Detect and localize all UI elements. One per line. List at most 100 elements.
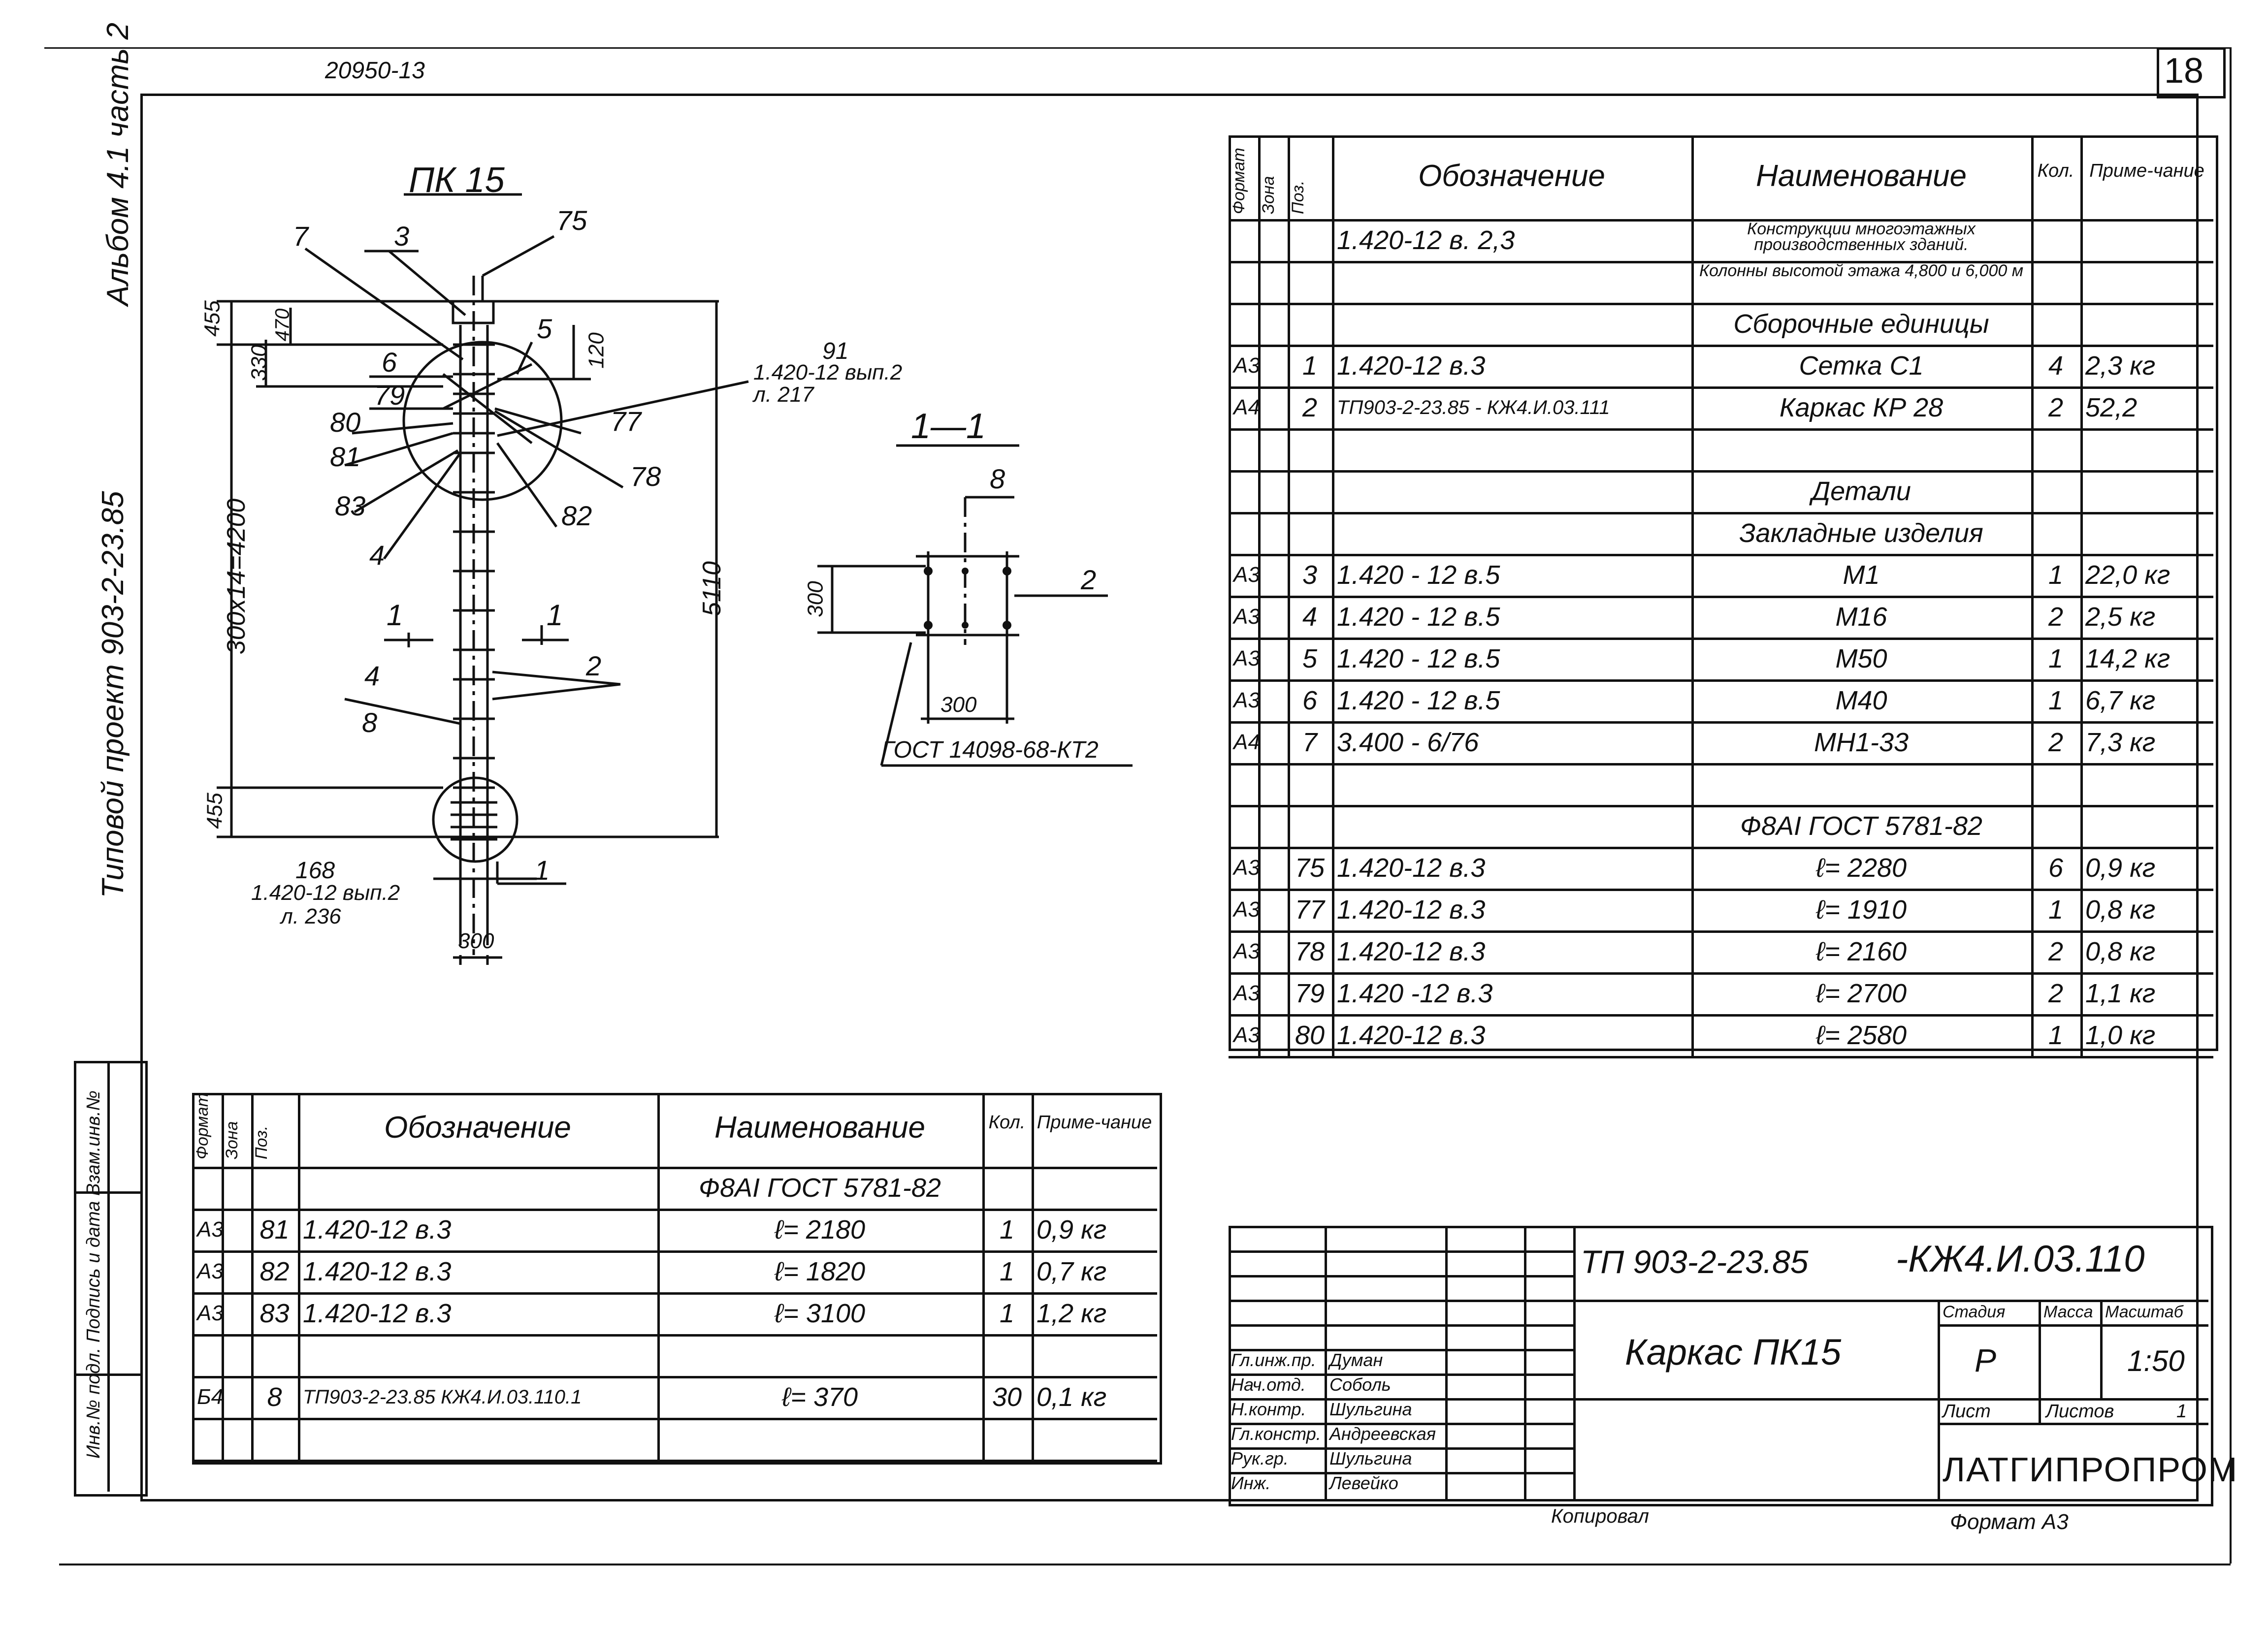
spec-top-cell-f: А3 [1233,1022,1260,1047]
spec-top-cell-f: А4 [1233,730,1260,754]
tb-title: Каркас ПК15 [1625,1332,1842,1373]
spec-bottom-col-line [222,1093,224,1460]
spec-top-row-line [1229,930,2213,933]
spec-top-cell-d: ТП903-2-23.85 - КЖ4.И.03.111 [1337,396,1610,418]
spec-top-row-line [1229,638,2213,640]
spec-bottom-cell-f: А3 [197,1217,224,1242]
spec-bottom-cell-d: 1.420-12 в.3 [303,1214,452,1245]
ref-bottom-page: л. 236 [281,904,341,928]
spec-top-header-zone: Зона [1259,176,1278,214]
spec-bottom-row-line [192,1250,1157,1253]
spec-bottom-col-line [657,1093,660,1460]
spec-top-cell-n: ℓ= 2160 [1815,936,1907,966]
callout-3: 3 [394,221,410,252]
spec-bottom-cell-p: 83 [259,1298,290,1328]
spec-top-cell-n: Каркас КР 28 [1779,392,1944,422]
spec-top-cell-f: А3 [1233,604,1260,629]
spec-top-header-line [1229,219,2213,222]
dim-total: 5110 [697,561,726,616]
spec-bottom-header-line [192,1167,1157,1169]
tb-v-6 [2039,1300,2041,1398]
spec-top-row-line [1229,679,2213,682]
tb-name: Шульгина [1329,1399,1412,1419]
spec-bottom-row-line [192,1292,1157,1295]
spec-bottom-row-line [192,1334,1157,1337]
spec-top-cell-p: 2 [1302,392,1318,422]
tb-project-code: ТП 903-2-23.85 [1581,1244,1809,1280]
tb-v-1 [1325,1226,1327,1501]
spec-top-row-line [1229,428,2213,431]
tb-mass-label: Масса [2043,1303,2093,1321]
spec-top-row-line [1229,763,2213,766]
spec-bottom-col-line [982,1093,985,1460]
spec-top-row-line [1229,805,2213,807]
spec-top-cell-n: Сборочные единицы [1733,309,1989,339]
spec-top-cell-p: 6 [1302,685,1318,715]
spec-top-cell-n: Конструкции многоэтажных производственны… [1747,220,1976,255]
spec-top-cell-note: 0,9 кг [2085,853,2156,883]
spec-top-cell-n: ℓ= 2700 [1815,978,1907,1008]
spec-bottom-cell-p: 8 [267,1382,282,1412]
spec-top-header-qty: Кол. [2037,160,2074,181]
tb-v-5 [1938,1300,1940,1501]
dim-section-width: 300 [940,693,977,717]
spec-top-cell-n: Сетка С1 [1799,351,1924,381]
spec-bottom-cell-f: А3 [197,1301,224,1325]
spec-top-row-line [1229,972,2213,975]
section-mark-1-right: 1 [547,599,563,632]
tb-role: Рук.гр. [1231,1448,1289,1468]
spec-table-top [1229,135,2218,1051]
tb-v-7 [2100,1300,2103,1398]
spec-bottom-header-format: Формат [193,1092,212,1159]
spec-bottom-cell-n: ℓ= 1820 [774,1256,866,1286]
spec-top-cell-q: 2 [2048,602,2064,632]
inventory-strip-rule-2 [74,1373,143,1376]
tb-h-7 [1229,1398,2208,1401]
tb-role: Гл.констр. [1231,1424,1321,1444]
page-top-rule [44,47,2231,49]
spec-top-cell-f: А3 [1233,688,1260,712]
spec-bottom-header-pos: Поз. [252,1125,271,1159]
callout-2: 2 [586,650,602,681]
spec-top-header-note: Приме-чание [2089,160,2204,181]
spec-bottom-header-name: Наименование [714,1110,925,1145]
ref-top-page: л. 217 [753,383,814,407]
spec-top-row-line [1229,721,2213,724]
spec-top-cell-d: 1.420 - 12 в.5 [1337,560,1500,590]
spec-top-cell-note: 2,5 кг [2085,602,2156,632]
callout-5: 5 [537,313,552,344]
inventory-strip-divider [107,1061,110,1492]
spec-top-row-line [1229,512,2213,514]
spec-top-header-format: Формат [1230,147,1248,214]
spec-top-cell-n: ℓ= 1910 [1815,894,1907,925]
section-callout-8: 8 [990,463,1005,494]
tb-v-2 [1445,1226,1448,1501]
callout-1: 1 [534,855,550,886]
spec-top-cell-d: 1.420-12 в.3 [1337,853,1486,883]
callout-79: 79 [374,380,405,411]
spec-bottom-header-zone: Зона [223,1121,241,1159]
spec-bottom-cell-n: ℓ= 3100 [774,1298,866,1328]
tb-v-3 [1524,1226,1526,1501]
spec-bottom-cell-note: 1,2 кг [1037,1298,1107,1328]
dim-470: 470 [271,308,293,342]
ref-bottom-number: 168 [295,858,335,884]
callout-leaders [304,235,749,885]
tb-h-2 [1229,1275,1573,1277]
spec-bottom-header-qty: Кол. [988,1112,1026,1133]
spec-top-cell-d: 1.420-12 в.3 [1337,351,1486,381]
spec-top-cell-d: 1.420-12 в.3 [1337,894,1486,925]
tb-h-10 [1229,1472,1573,1474]
spec-bottom-row-line [192,1460,1157,1462]
spec-top-cell-p: 75 [1295,853,1325,883]
spec-bottom-cell-f: Б4 [197,1384,224,1409]
spec-top-row-line [1229,847,2213,849]
tb-h-8 [1229,1423,1573,1425]
tb-name: Андреевская [1329,1424,1436,1444]
spec-bottom-cell-d: 1.420-12 в.3 [303,1298,452,1328]
callout-4-top: 4 [369,540,385,571]
callout-78: 78 [630,461,661,492]
sheet-number-box [2157,47,2226,98]
sheet-code: 20950-13 [325,58,425,84]
drawing-title: ПК 15 [409,160,505,200]
